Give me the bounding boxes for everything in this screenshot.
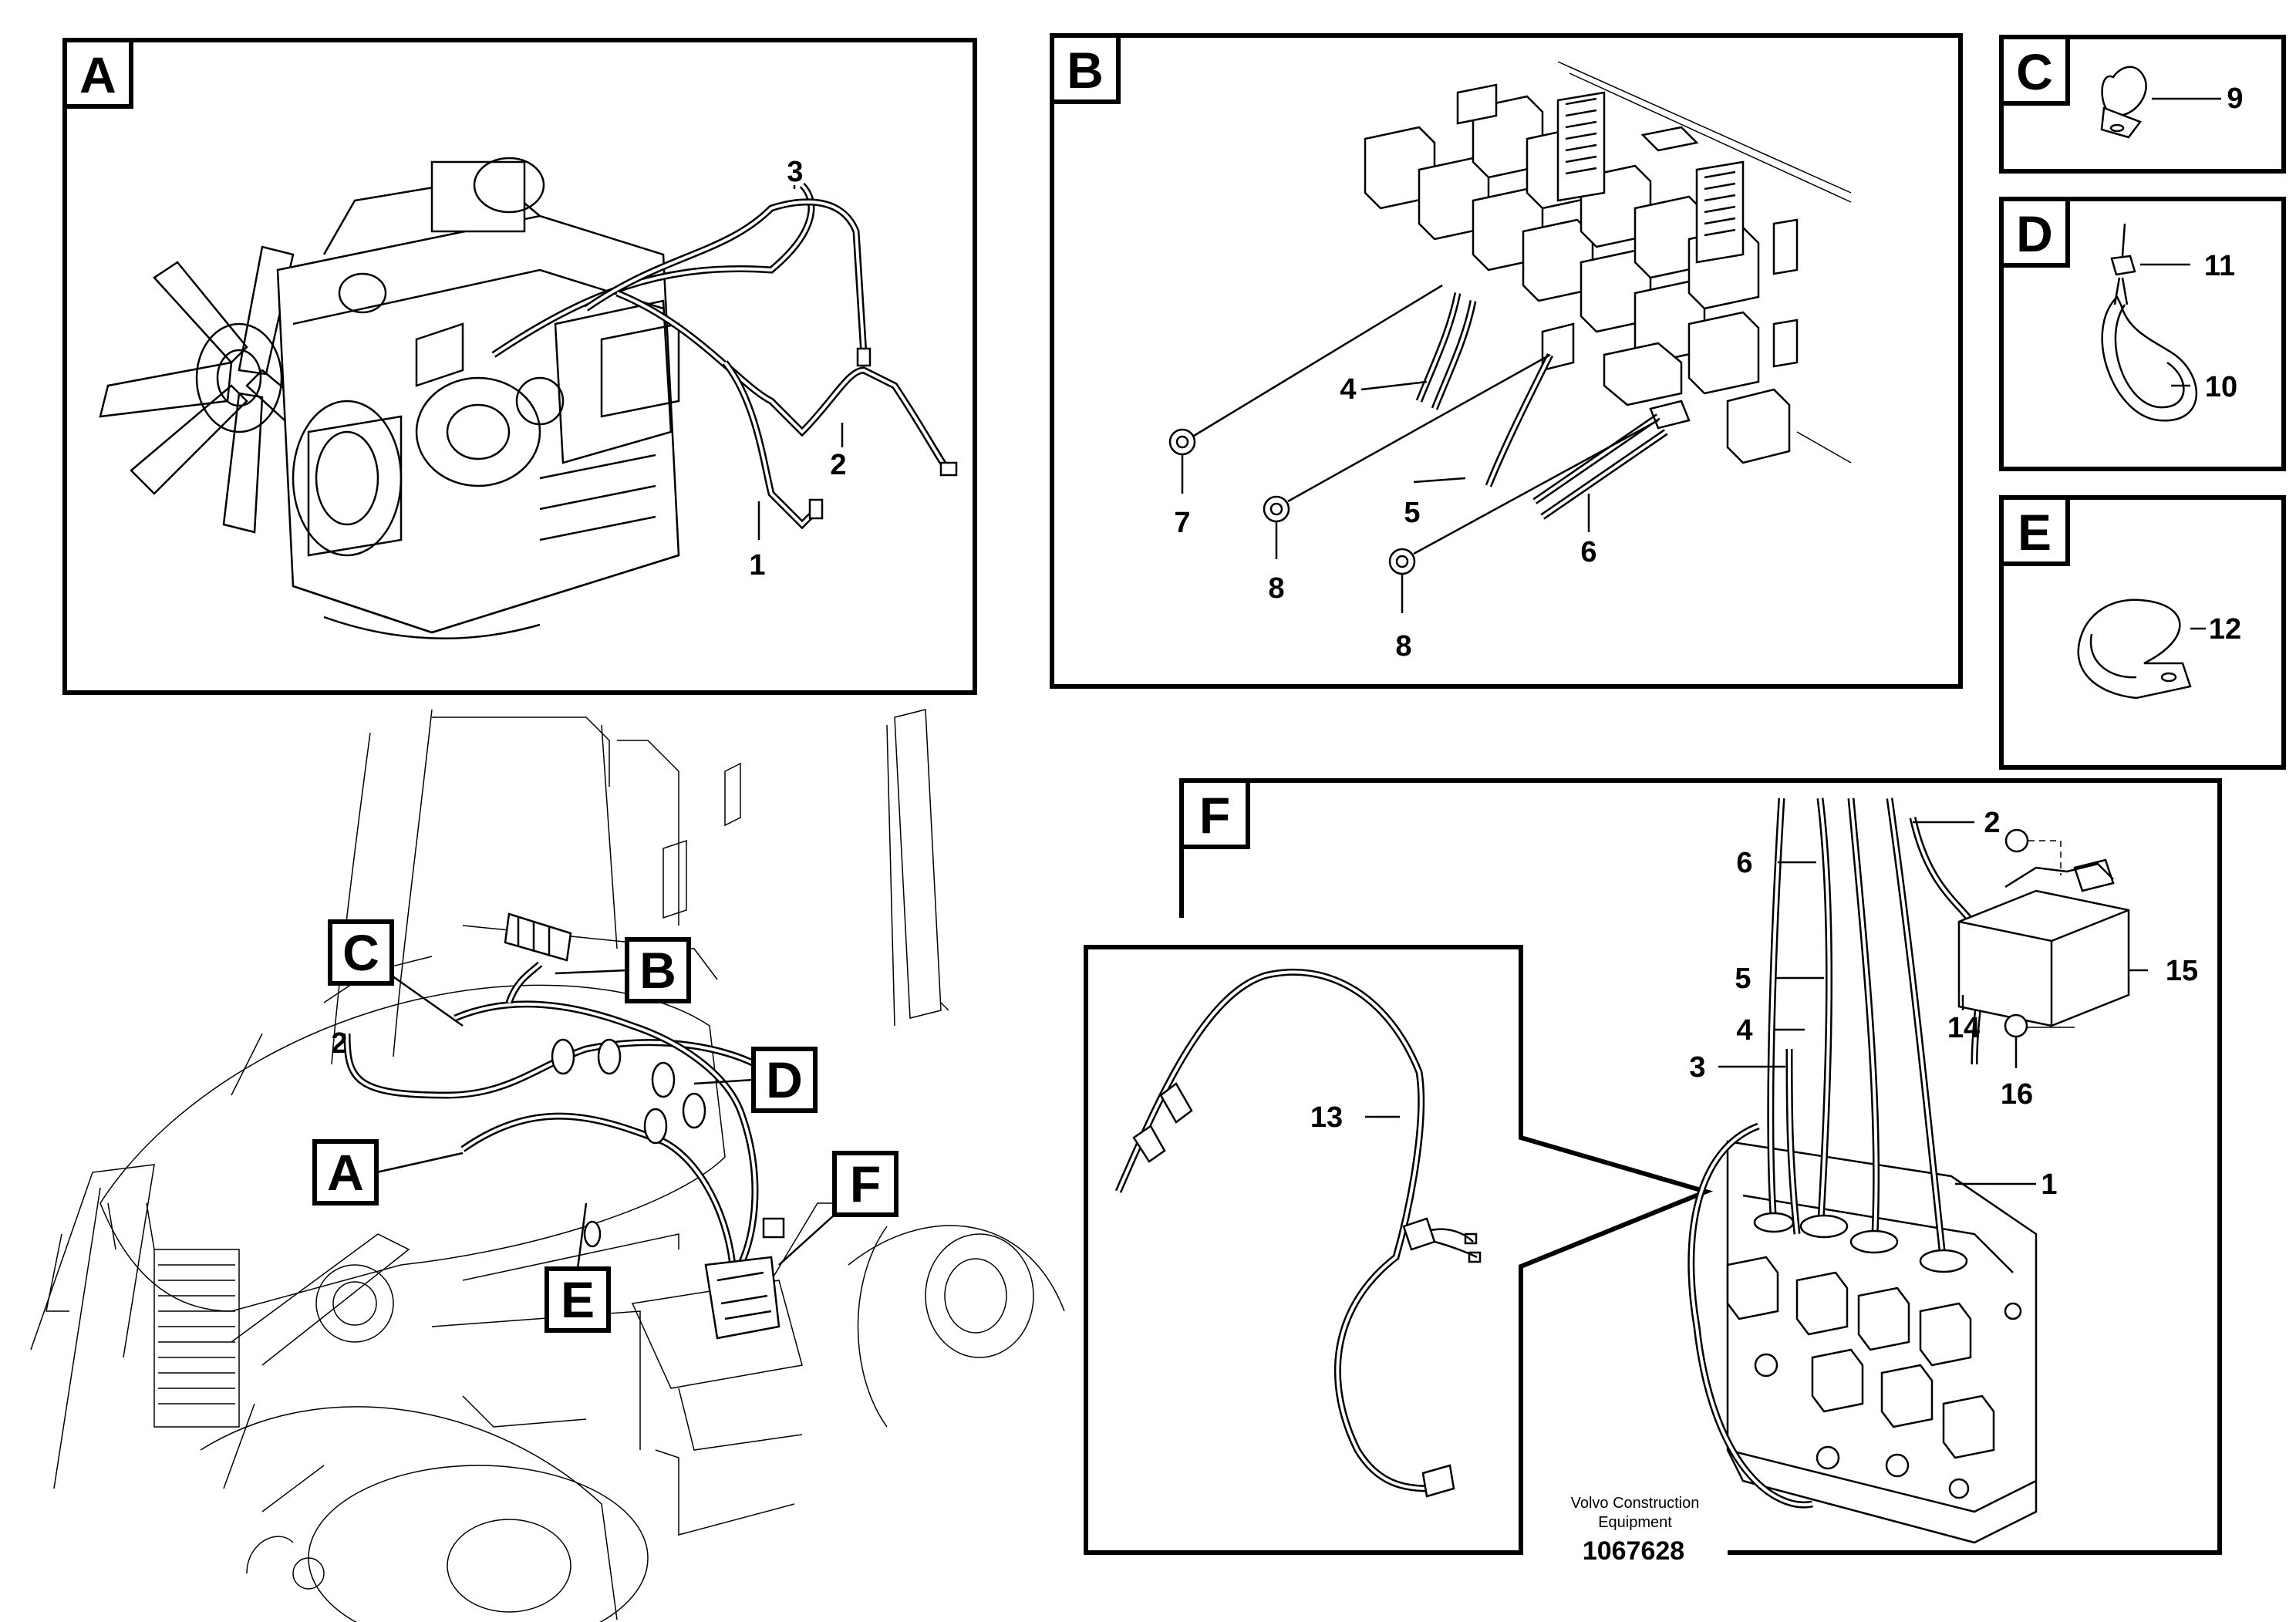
callout-f-2: 2 [1984,807,2000,839]
panel-a-tag: A [79,46,116,103]
callout-a-3: 3 [787,156,803,188]
panel-e-tag-box [1999,495,2070,566]
callout-f-1: 1 [2041,1168,2057,1201]
panel-f: F 13 [1084,778,2222,1555]
callout-a-1: 1 [749,549,765,582]
panel-c-tag: C [2016,43,2053,100]
panel-f-tag: F [1199,787,1230,844]
p-clamp-large-illustration [2077,599,2192,700]
callout-f-4: 4 [1736,1014,1752,1047]
panel-b-tag: B [1067,42,1104,99]
callout-f-15: 15 [2166,955,2198,987]
callout-f-14: 14 [1947,1012,1980,1044]
panel-d-tag: D [2016,205,2053,262]
overview-leader-d [693,1078,754,1085]
panel-b-tag-box [1050,33,1121,104]
callout-b-4: 4 [1340,373,1356,406]
panel-d-frame [1999,197,2286,471]
panel-b-frame [1050,33,1963,689]
overview-tag-f-box [832,1151,899,1217]
overview-tag-a-box [312,1139,379,1206]
panel-a-tag-box [62,38,133,109]
callout-d-10: 10 [2205,371,2237,403]
callout-f-6: 6 [1736,847,1752,879]
callout-d-11: 11 [2204,250,2235,282]
callout-f-3: 3 [1689,1051,1705,1084]
callout-a-2: 2 [830,449,846,481]
p-clamp-small-illustration [2100,66,2147,139]
credit-line-2: Equipment [1598,1514,1672,1531]
overview-harness [343,912,785,1340]
overview-leader-b [555,969,628,975]
overview-leader-e [576,1202,588,1270]
overview-callout-2: 2 [331,1027,347,1060]
leader-b4 [1360,380,1428,391]
overview-leader-c [391,974,464,1027]
callout-b-7: 7 [1174,507,1190,539]
panel-a: A [62,38,977,695]
fuse-relay-box-illustration [1168,61,1852,575]
overview-tag-d: D [766,1051,803,1108]
panel-e-tag: E [2018,504,2052,561]
drawing-number: 1067628 [1583,1536,1684,1566]
panel-a-frame [62,38,977,695]
callout-e-12: 12 [2209,613,2241,646]
callout-b-6: 6 [1580,536,1596,568]
overview-tag-f: F [850,1155,881,1212]
callout-b-5: 5 [1404,497,1420,529]
panel-c: C 9 [1999,35,2286,174]
callout-f-5: 5 [1735,963,1751,995]
leader-b5 [1413,477,1466,484]
inset-frame [1084,945,1714,1555]
panel-c-tag-box [1999,35,2070,106]
callout-f-13: 13 [1310,1101,1343,1134]
callout-c-9: 9 [2227,83,2243,115]
callout-b-8a: 8 [1268,572,1284,605]
engine-illustration [99,157,958,640]
panel-d: D 11 10 [1999,197,2286,471]
overview-leader-a [376,1152,464,1174]
credit-line-1: Volvo Construction [1571,1495,1700,1512]
panel-f-tag-box [1179,778,1250,849]
overview-tag-c-box [328,919,394,986]
cable-tie-illustration [2101,223,2198,422]
panel-e-frame [1999,495,2286,770]
panel-d-tag-box [1999,197,2070,268]
overview-tag-e-box [544,1266,611,1333]
overview-tag-c: C [342,924,379,981]
callout-b-8b: 8 [1395,630,1411,663]
machine-overview: C B D A F E 2 [30,709,1065,1622]
credit-block: Volvo Construction Equipment 1067628 [1571,1495,1700,1566]
control-unit-illustration [1687,798,2130,1544]
panel-e: E 12 [1999,495,2286,770]
overview-tag-a: A [327,1144,364,1201]
overview-leader-f [778,1214,835,1266]
callout-f-16: 16 [2001,1078,2033,1111]
overview-tag-b: B [639,942,676,999]
harness-13-illustration [1114,968,1482,1498]
panel-b: B [1050,33,1963,689]
overview-tag-e: E [561,1271,595,1328]
